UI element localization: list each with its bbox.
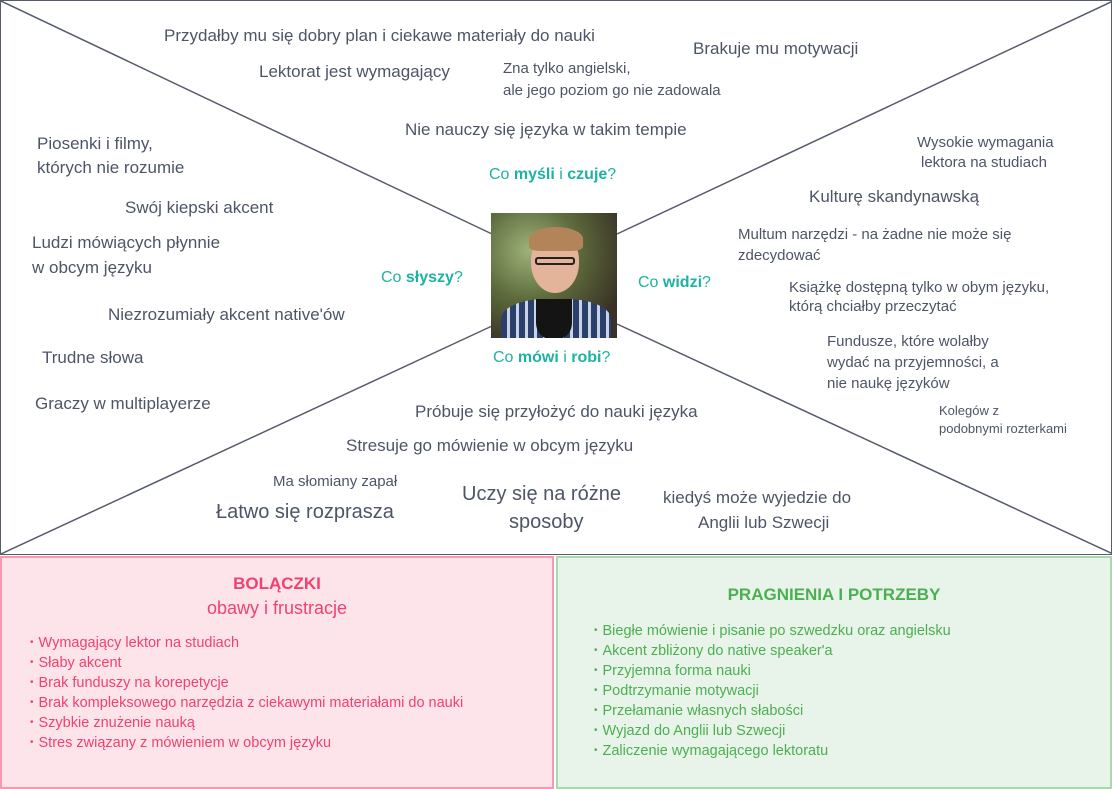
gain-item: Przełamanie własnych słabości	[594, 701, 1110, 721]
persona-photo	[491, 213, 617, 338]
gains-list: Biegłe mówienie i pisanie po szwedzku or…	[594, 621, 1110, 761]
pain-item: Szybkie znużenie nauką	[30, 713, 552, 733]
note: którą chciałby przeczytać	[789, 298, 957, 315]
gains-title: PRAGNIENIA I POTRZEBY	[727, 585, 941, 604]
note: Ludzi mówiących płynnie	[32, 233, 221, 252]
note: Łatwo się rozprasza	[216, 501, 394, 523]
note: nie naukę języków	[827, 375, 950, 392]
pain-item: Wymagający lektor na studiach	[30, 633, 552, 653]
note: kiedyś może wyjedzie do	[663, 488, 852, 507]
gain-item: Podtrzymanie motywacji	[594, 681, 1110, 701]
note: Próbuje się przyłożyć do nauki języka	[415, 402, 698, 421]
gain-item: Przyjemna forma nauki	[594, 661, 1110, 681]
question-says: Co mówi i robi?	[493, 349, 611, 366]
question-hears: Co słyszy?	[381, 269, 463, 286]
note: Książkę dostępną tylko w obym języku,	[789, 279, 1050, 296]
note: Wysokie wymagania	[917, 134, 1054, 151]
pain-item: Brak kompleksowego narzędzia z ciekawymi…	[30, 693, 552, 713]
note: Nie nauczy się języka w takim tempie	[405, 120, 687, 139]
note: Przydałby mu się dobry plan i ciekawe ma…	[164, 26, 595, 45]
note: w obcym języku	[32, 258, 152, 277]
pains-list: Wymagający lektor na studiach Słaby akce…	[30, 633, 552, 753]
note: zdecydować	[738, 247, 821, 264]
gains-panel: PRAGNIENIA I POTRZEBY Biegłe mówienie i …	[556, 556, 1112, 789]
gain-item: Zaliczenie wymagającego lektoratu	[594, 741, 1110, 761]
note: Anglii lub Szwecji	[698, 513, 830, 532]
note: Niezrozumiały akcent native'ów	[108, 305, 345, 324]
note: Brakuje mu motywacji	[693, 39, 859, 58]
note: ale jego poziom go nie zadowala	[503, 82, 721, 99]
note: Ma słomiany zapał	[273, 473, 398, 490]
note: Fundusze, które wolałby	[827, 333, 989, 350]
gain-item: Akcent zbliżony do native speaker'a	[594, 641, 1110, 661]
pain-item: Brak funduszy na korepetycje	[30, 673, 552, 693]
note: Trudne słowa	[42, 348, 144, 367]
note: sposoby	[509, 511, 584, 533]
gain-item: Biegłe mówienie i pisanie po szwedzku or…	[594, 621, 1110, 641]
pain-item: Stres związany z mówieniem w obcym język…	[30, 733, 552, 753]
note: Stresuje go mówienie w obcym języku	[346, 436, 634, 455]
quadrant-dividers	[1, 1, 1112, 555]
note: lektora na studiach	[921, 154, 1047, 171]
note: podobnymi rozterkami	[939, 421, 1067, 436]
note: Kulturę skandynawską	[809, 187, 980, 206]
note: Kolegów z	[939, 403, 999, 418]
note: Graczy w multiplayerze	[35, 394, 211, 413]
pains-panel: BOLĄCZKI obawy i frustracje Wymagający l…	[0, 556, 554, 789]
note: których nie rozumie	[37, 158, 185, 177]
question-thinks: Co myśli i czuje?	[489, 166, 617, 183]
note: Uczy się na różne	[462, 483, 621, 505]
note: Lektorat jest wymagający	[259, 62, 450, 81]
pains-subtitle: obawy i frustracje	[206, 598, 348, 618]
note: Zna tylko angielski,	[503, 60, 631, 77]
note: wydać na przyjemności, a	[827, 354, 999, 371]
note: Swój kiepski akcent	[125, 198, 274, 217]
empathy-map: Co myśli i czuje? Co słyszy? Co widzi? C…	[0, 0, 1112, 555]
gain-item: Wyjazd do Anglii lub Szwecji	[594, 721, 1110, 741]
note: Piosenki i filmy,	[37, 134, 153, 153]
pains-title: BOLĄCZKI	[233, 574, 321, 593]
pain-item: Słaby akcent	[30, 653, 552, 673]
question-sees: Co widzi?	[638, 274, 711, 291]
note: Multum narzędzi - na żadne nie może się	[738, 226, 1012, 243]
